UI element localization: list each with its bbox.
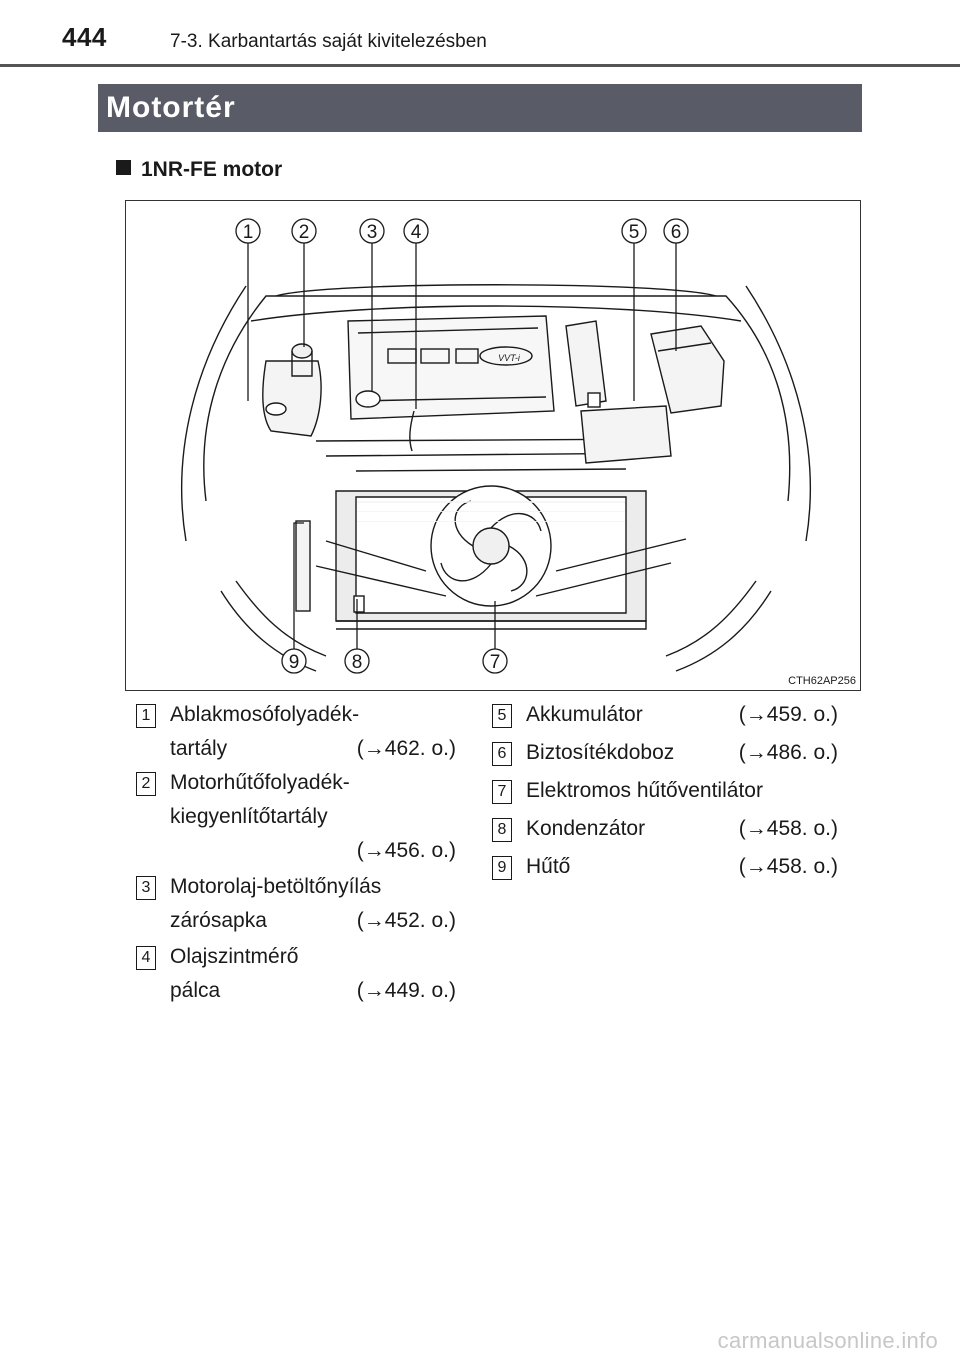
callout-5: 5 <box>629 222 640 243</box>
legend-label-cont: tartály <box>170 737 228 760</box>
legend-label: Akkumulátor <box>526 703 643 726</box>
callout-4: 4 <box>411 222 422 243</box>
page-reference: (→462. o.) <box>356 737 456 760</box>
engine-cover-label: VVT-i <box>498 353 521 363</box>
legend-item-1: 1 Ablakmosófolyadék- tartály (→462. o.) <box>136 698 456 768</box>
callout-7: 7 <box>490 652 501 673</box>
legend-number: 8 <box>492 818 512 842</box>
legend-label: Motorhűtőfolyadék- <box>170 771 350 794</box>
legend-item-3: 3 Motorolaj-betöltőnyílás zárósapka (→452… <box>136 870 456 938</box>
legend-number: 5 <box>492 704 512 728</box>
page-reference: (→449. o.) <box>356 979 456 1002</box>
legend-label-cont: kiegyenlítőtartály <box>170 805 328 828</box>
callout-6: 6 <box>671 222 682 243</box>
header-rule <box>0 64 960 67</box>
legend-label-cont: pálca <box>170 979 221 1002</box>
page-reference: (→486. o.) <box>738 741 838 764</box>
subsection-heading: 1NR-FE motor <box>116 158 282 182</box>
page-reference: (→456. o.) <box>356 839 456 862</box>
legend-number: 1 <box>136 704 156 728</box>
page-reference: (→458. o.) <box>738 817 838 840</box>
legend-item-9: 9 Hűtő (→458. o.) <box>492 850 838 888</box>
engine-bay-illustration: 1 2 3 4 5 6 9 8 7 VVT-i <box>181 218 811 674</box>
legend-number: 7 <box>492 780 512 804</box>
legend-label: Motorolaj-betöltőnyílás <box>170 875 382 898</box>
figure-code: CTH62AP256 <box>788 675 856 687</box>
page-reference: (→452. o.) <box>356 909 456 932</box>
page-reference: (→459. o.) <box>738 703 838 726</box>
callout-9: 9 <box>289 652 300 673</box>
legend-number: 6 <box>492 742 512 766</box>
legend-right: 5 Akkumulátor (→459. o.) 6 Biztosítékdobo… <box>492 698 838 888</box>
engine-bay-figure: 1 2 3 4 5 6 9 8 7 VVT-i CTH62AP256 <box>125 200 861 691</box>
section-title-bar: Motortér <box>98 84 862 132</box>
section-title: Motortér <box>106 91 236 124</box>
callout-1: 1 <box>243 222 254 243</box>
legend-item-7: 7 Elektromos hűtőventilátor <box>492 774 838 812</box>
legend-number: 3 <box>136 876 156 900</box>
legend-label: Hűtő <box>526 855 571 878</box>
legend-label: Ablakmosófolyadék- <box>170 703 360 726</box>
legend-left: 1 Ablakmosófolyadék- tartály (→462. o.) 2… <box>136 698 456 1008</box>
legend-label: Biztosítékdoboz <box>526 741 675 764</box>
legend-item-2: 2 Motorhűtőfolyadék- kiegyenlítőtartály … <box>136 766 456 872</box>
legend-item-8: 8 Kondenzátor (→458. o.) <box>492 812 838 850</box>
legend-item-5: 5 Akkumulátor (→459. o.) <box>492 698 838 736</box>
legend-number: 4 <box>136 946 156 970</box>
legend-label-cont: zárósapka <box>170 909 267 932</box>
subsection-title: 1NR-FE motor <box>141 158 283 181</box>
legend-number: 9 <box>492 856 512 880</box>
legend-label: Kondenzátor <box>526 817 646 840</box>
legend-label: Olajszintmérő <box>170 945 299 968</box>
callout-3: 3 <box>367 222 378 243</box>
page-reference: (→458. o.) <box>738 855 838 878</box>
legend-label: Elektromos hűtőventilátor <box>526 779 763 802</box>
square-bullet-icon <box>116 160 131 175</box>
callout-8: 8 <box>352 652 363 673</box>
watermark: carmanualsonline.info <box>717 1328 938 1353</box>
running-head: 7-3. Karbantartás saját kivitelezésben <box>170 31 487 52</box>
callout-2: 2 <box>299 222 310 243</box>
page-number: 444 <box>62 22 107 52</box>
legend-item-6: 6 Biztosítékdoboz (→486. o.) <box>492 736 838 774</box>
legend-item-4: 4 Olajszintmérő pálca (→449. o.) <box>136 940 456 1008</box>
legend-number: 2 <box>136 772 156 796</box>
